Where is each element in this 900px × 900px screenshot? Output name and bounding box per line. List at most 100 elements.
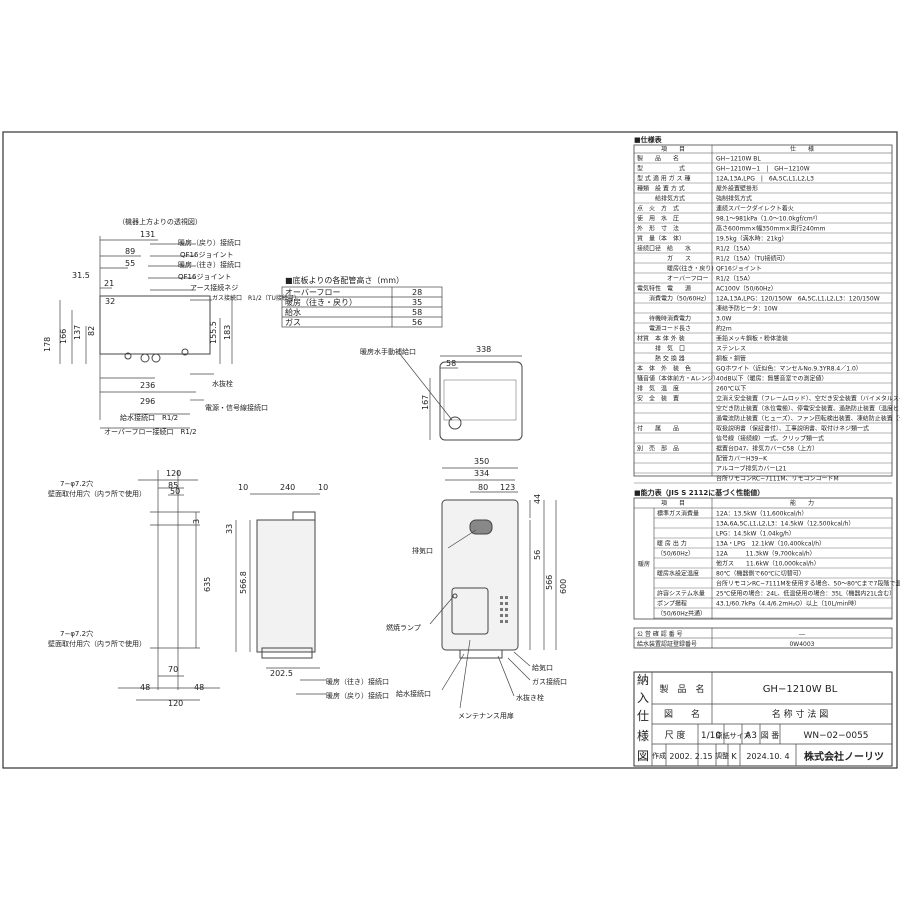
drawing-name: 名 称 寸 法 図: [772, 708, 828, 720]
callout-drain: 水抜栓: [212, 379, 233, 388]
spec-row-label: 使 用 水 圧: [637, 215, 679, 223]
spec-row-label: 点 火 方 式: [637, 205, 679, 213]
capacity-row-value: 80℃（機器側で60℃に切替可）: [716, 570, 805, 578]
scale-value: 1/10: [701, 731, 721, 741]
revision-label: 調整: [715, 751, 729, 760]
dim-120: 120: [166, 469, 181, 478]
spec-row-value: 立消え安全装置（フレームロッド）、空だき安全装置（バイメタルスイッチ）: [716, 395, 900, 403]
capacity-head-item: 項 目: [661, 500, 685, 507]
dim-240: 240: [280, 483, 295, 492]
vertical-char: 仕: [637, 709, 649, 723]
dim-338: 338: [476, 345, 491, 354]
capacity-row-label: 標準ガス消費量: [657, 510, 699, 518]
callout-water: 給水接続口: [396, 689, 431, 698]
spec-row-value: 強制排気方式: [716, 195, 752, 203]
hole-top-a: 7−φ7.2穴: [60, 479, 93, 488]
side-top-outline: [439, 361, 523, 441]
dim-31-5: 31.5: [72, 271, 90, 280]
spec-row-label: 排 気 口: [637, 345, 685, 353]
spec-row-value: R1/2（15A）: [716, 276, 754, 283]
callout-qf16-a: QF16ジョイント: [180, 251, 233, 259]
fitting-circle: [181, 348, 189, 356]
spec-row-label: 種類 設 置 方 式: [637, 185, 685, 193]
spec-row-value: 約2m: [716, 325, 732, 333]
spec-row-value: 過電流防止装置（ヒューズ）、ファン回転検出装置、凍結防止装置（サーミスタ）: [716, 415, 900, 423]
spec-row-label: 型 式 適 用 ガ ス 種: [637, 175, 690, 183]
spec-row-value: R1/2（15A）: [716, 246, 754, 253]
spec-row-value: 銅板・銅管: [716, 355, 746, 363]
hole-bottom-b: 壁面取付用穴（内ラ所で使用）: [48, 639, 146, 648]
dim-58: 58: [446, 359, 456, 368]
height-row-name: オーバーフロー: [285, 288, 340, 297]
callout-intake: 給気口: [532, 663, 553, 672]
top-view: （機器上方よりの透視図）: [43, 217, 300, 436]
capacity-side-label: 暖房: [638, 560, 650, 568]
callout-qf16-b: QF16ジョイント: [178, 273, 231, 281]
side-view-body: [256, 519, 316, 653]
capacity-row-label: ポンプ揚程: [657, 600, 687, 608]
spec-row-value: 取扱説明書（保証書付）、工事説明書、取付けネジ類一式: [716, 425, 869, 433]
dim-566-8: 566.8: [239, 571, 248, 594]
spec-row-value: R1/2（15A）（TU接続可）: [716, 255, 789, 263]
spec-row-value: AC100V（50/60Hz）: [716, 286, 777, 293]
dim-21: 21: [104, 279, 114, 288]
height-row-name: 給水: [285, 307, 301, 317]
hole-top-b: 壁面取付用穴（内ラ所で使用）: [48, 489, 146, 498]
spec-row-value: 3.0W: [716, 316, 732, 323]
spec-row-value: 配管カバーH39−K: [716, 455, 768, 463]
callout-return: 暖房（戻り）接続口: [326, 691, 389, 700]
capacity-row-value: 13A,6A,5C,L1,L2,L3：14.5kW（12,500kcal/h）: [716, 521, 854, 528]
dim-120-bottom: 120: [168, 699, 183, 708]
dim-33: 33: [225, 524, 234, 534]
vertical-char: 様: [637, 729, 649, 743]
hole-bottom-a: 7−φ7.2穴: [60, 629, 93, 638]
callout-exhaust: 排気口: [412, 546, 433, 555]
dim-55: 55: [125, 259, 135, 268]
sheet-frame: [2, 131, 898, 769]
spec-row-label: 別 売 部 品: [637, 445, 679, 453]
dim-10-left: 10: [238, 483, 248, 492]
dim-56: 56: [533, 550, 542, 560]
height-row-value: 56: [412, 318, 422, 327]
capacity-row-value: LPG：14.5kW（1.04kg/h）: [716, 531, 795, 538]
height-row-value: 28: [412, 288, 422, 297]
spec-row-label: 電気特性 電 源: [637, 285, 691, 293]
approval-label: 公 営 確 認 番 号: [637, 630, 683, 638]
spec-row-value: 空だき防止装置（水位電極）、停電安全装置、過熱防止装置（温度ヒューズ）: [716, 405, 900, 413]
spec-row-label: オーバーフロー: [637, 276, 709, 283]
callout-water: 給水接続口 R1/2: [120, 413, 178, 422]
dim-82: 82: [87, 326, 96, 336]
spec-row-value: 亜鉛メッキ鋼板・粉体塗装: [716, 335, 788, 343]
spec-row-value: 260℃以下: [716, 386, 746, 393]
callout-gas: ガス接続口 R1/2（TU接続可）: [212, 294, 300, 302]
callout-maint: メンテナンス用扉: [458, 711, 514, 720]
spec-row-value: 12A,13A,LPG | 6A,5C,L1,L2,L3: [716, 176, 814, 183]
spec-row-value: 19.5kg（満水時：21kg）: [716, 235, 788, 243]
side-view: 10 240 10 33 566.8 202.5 暖房（往き）接続口 暖房（戻り…: [225, 483, 389, 700]
revision-date: 2024.10. 4: [746, 752, 789, 761]
revision-code: K: [731, 752, 737, 761]
drawing-number: WN−02−0055: [803, 731, 868, 741]
approval-table: 公 営 確 認 番 号 ― 給水装置認証登録番号 0W4003: [633, 627, 893, 649]
spec-row-label: 本 体 外 装 色: [637, 365, 691, 373]
spec-row-value: QF16ジョイント: [716, 266, 762, 273]
spec-row-value: 40dB以下（暖房：無響音室での測定値）: [716, 375, 828, 383]
made-label: 作成: [652, 751, 666, 760]
callout-overflow: オーバーフロー接続口 R1/2: [104, 427, 197, 436]
capacity-table: ■能力表（JIS S 2112に基づく性能値） 項 目 能 力 暖房 標準ガス消…: [633, 488, 900, 620]
dim-167: 167: [421, 395, 430, 410]
capacity-row-label: （50/60Hz共通）: [657, 610, 706, 618]
company-name: 株式会社ノーリツ: [804, 750, 884, 763]
spec-head-spec: 仕 様: [790, 145, 814, 153]
capacity-row-value: 13A・LPG 12.1kW（10,400kcal/h）: [716, 541, 825, 548]
maintenance-door: [451, 587, 489, 635]
spec-row-value: 信号線（接続線）一式、クリップ類一式: [716, 435, 824, 443]
dim-32: 32: [105, 297, 115, 306]
scale-label: 尺 度: [665, 729, 686, 741]
callout-earth: アース接続ネジ: [190, 283, 238, 292]
capacity-row-value: 他ガス 11.6kW（10,000kcal/h）: [716, 560, 820, 568]
spec-row-label: 電源コード長さ: [637, 325, 691, 333]
fitting-circle: [124, 352, 132, 360]
dim-44: 44: [533, 494, 542, 504]
